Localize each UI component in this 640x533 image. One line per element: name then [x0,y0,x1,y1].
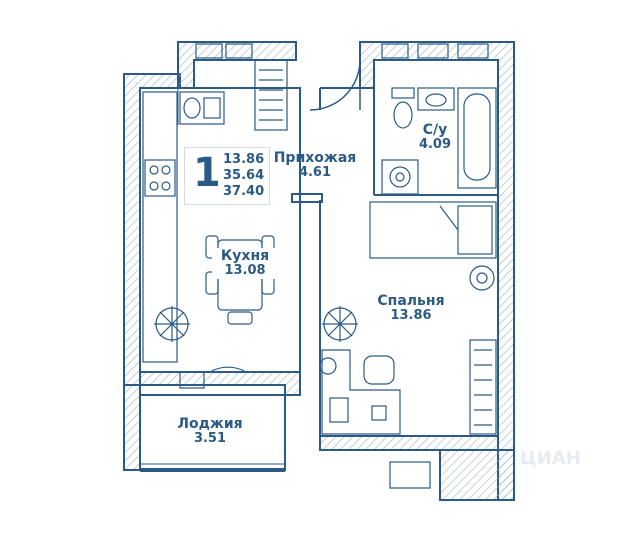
room-name: С/у [422,122,448,138]
room-name: Спальня [377,293,445,309]
room-area: 13.86 [390,308,432,324]
room-count: 1 [193,150,221,196]
room-name: Прихожая [273,150,357,166]
room-label-kitchen: Кухня 13.08 [212,248,278,280]
room-label-hallway: Прихожая 4.61 [270,150,360,181]
total-area-value-2: 37.40 [223,184,265,199]
kitchen-fixtures [144,91,275,389]
room-area: 3.51 [193,431,227,447]
windows-top [195,43,489,489]
room-label-loggia: Лоджия 3.51 [170,416,250,447]
room-area: 13.08 [224,263,266,279]
entrance-door [309,59,361,111]
interior-walls [139,87,499,472]
room-name: Кухня [220,248,270,264]
room-name: Лоджия [177,416,243,432]
room-label-bathroom: С/у 4.09 [408,122,462,153]
watermark: ЦИАН [520,448,581,469]
bathroom-fixtures [381,87,497,195]
apartment-summary: 1 13.86 35.64 37.40 [184,147,270,205]
area-values: 13.86 35.64 37.40 [223,152,264,200]
room-label-bedroom: Спальня 13.86 [370,293,452,324]
total-area-value-1: 35.64 [223,168,265,183]
room-area: 4.09 [418,137,452,153]
room-area: 4.61 [298,165,332,181]
bedroom-furniture [319,201,497,435]
living-area-value: 13.86 [223,152,265,167]
wardrobe [254,59,288,131]
